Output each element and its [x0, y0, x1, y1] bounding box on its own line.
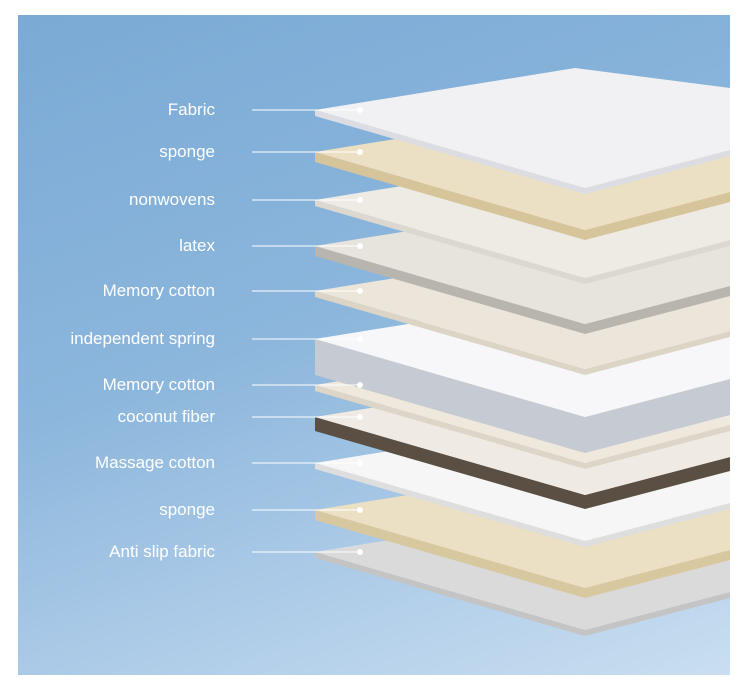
layer-label: latex [179, 236, 215, 255]
leader-dot [357, 336, 363, 342]
layer-label: coconut fiber [117, 407, 215, 426]
layer-label: Massage cotton [94, 453, 215, 472]
layer-label: independent spring [70, 329, 215, 348]
mattress-layers-illustration [252, 68, 730, 636]
layer-label: Anti slip fabric [109, 542, 215, 561]
layer-label: Fabric [167, 100, 215, 119]
layer-label: nonwovens [128, 190, 215, 209]
leader-dot [357, 382, 363, 388]
leader-dot [357, 197, 363, 203]
leader-dot [357, 549, 363, 555]
leader-dot [357, 243, 363, 249]
layer-label: sponge [159, 142, 215, 161]
leader-dot [357, 149, 363, 155]
leader-dot [357, 107, 363, 113]
leader-dot [357, 507, 363, 513]
layer-fabric [315, 68, 730, 194]
leader-dot [357, 414, 363, 420]
leader-dot [357, 460, 363, 466]
leader-dot [357, 288, 363, 294]
layer-label: Memory cotton [102, 281, 215, 300]
layer-label: sponge [159, 500, 215, 519]
layer-label: Memory cotton [102, 375, 215, 394]
